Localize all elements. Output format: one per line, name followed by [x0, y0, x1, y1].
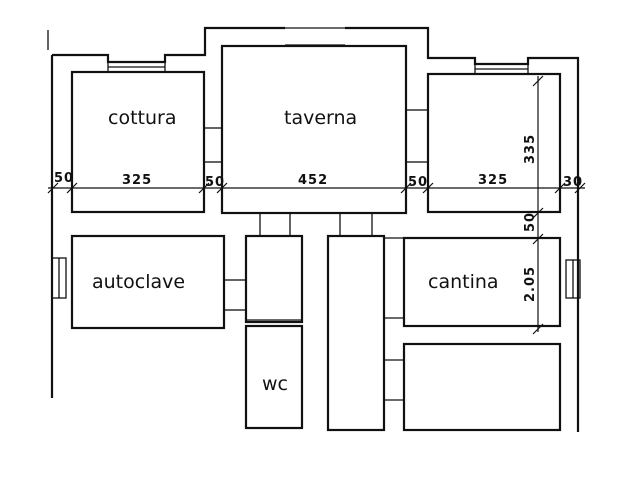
- dim-wall-between: 50: [523, 212, 538, 232]
- room-right-upper: [426, 72, 562, 214]
- room-wc: [244, 324, 304, 430]
- room-label-cottura: cottura: [108, 107, 176, 129]
- dim-taverna-width: 452: [298, 173, 328, 188]
- dim-right-room-height: 335: [523, 134, 538, 164]
- door-cottura-taverna: [203, 127, 223, 163]
- room-cantina: [402, 236, 562, 328]
- room-lower-right: [402, 342, 562, 432]
- dimension-line-vertical: [532, 75, 544, 335]
- room-label-taverna: taverna: [284, 107, 357, 129]
- room-cottura: [70, 70, 206, 214]
- room-label-cantina: cantina: [428, 271, 499, 293]
- corridor-left: [244, 212, 304, 327]
- dim-right-room-width: 325: [478, 173, 508, 188]
- window-autoclave: [51, 257, 67, 299]
- dim-wall-right: 30: [563, 175, 583, 190]
- window-cantina: [565, 259, 581, 299]
- dim-wall-left: 50: [54, 171, 74, 186]
- window-right-room: [474, 63, 529, 75]
- door-autoclave: [223, 279, 247, 311]
- room-label-autoclave: autoclave: [92, 271, 185, 293]
- door-taverna-right: [405, 109, 429, 163]
- dim-cantina-height: 2.05: [523, 266, 538, 302]
- window-cottura: [107, 61, 166, 73]
- dim-wall-mid-right: 50: [408, 175, 428, 190]
- corridor-center: [326, 212, 404, 432]
- outer-walls: [47, 26, 580, 432]
- dimension-line-horizontal: [47, 182, 586, 194]
- dim-cottura-width: 325: [122, 173, 152, 188]
- room-label-wc: wc: [262, 373, 288, 395]
- dim-wall-mid-left: 50: [205, 175, 225, 190]
